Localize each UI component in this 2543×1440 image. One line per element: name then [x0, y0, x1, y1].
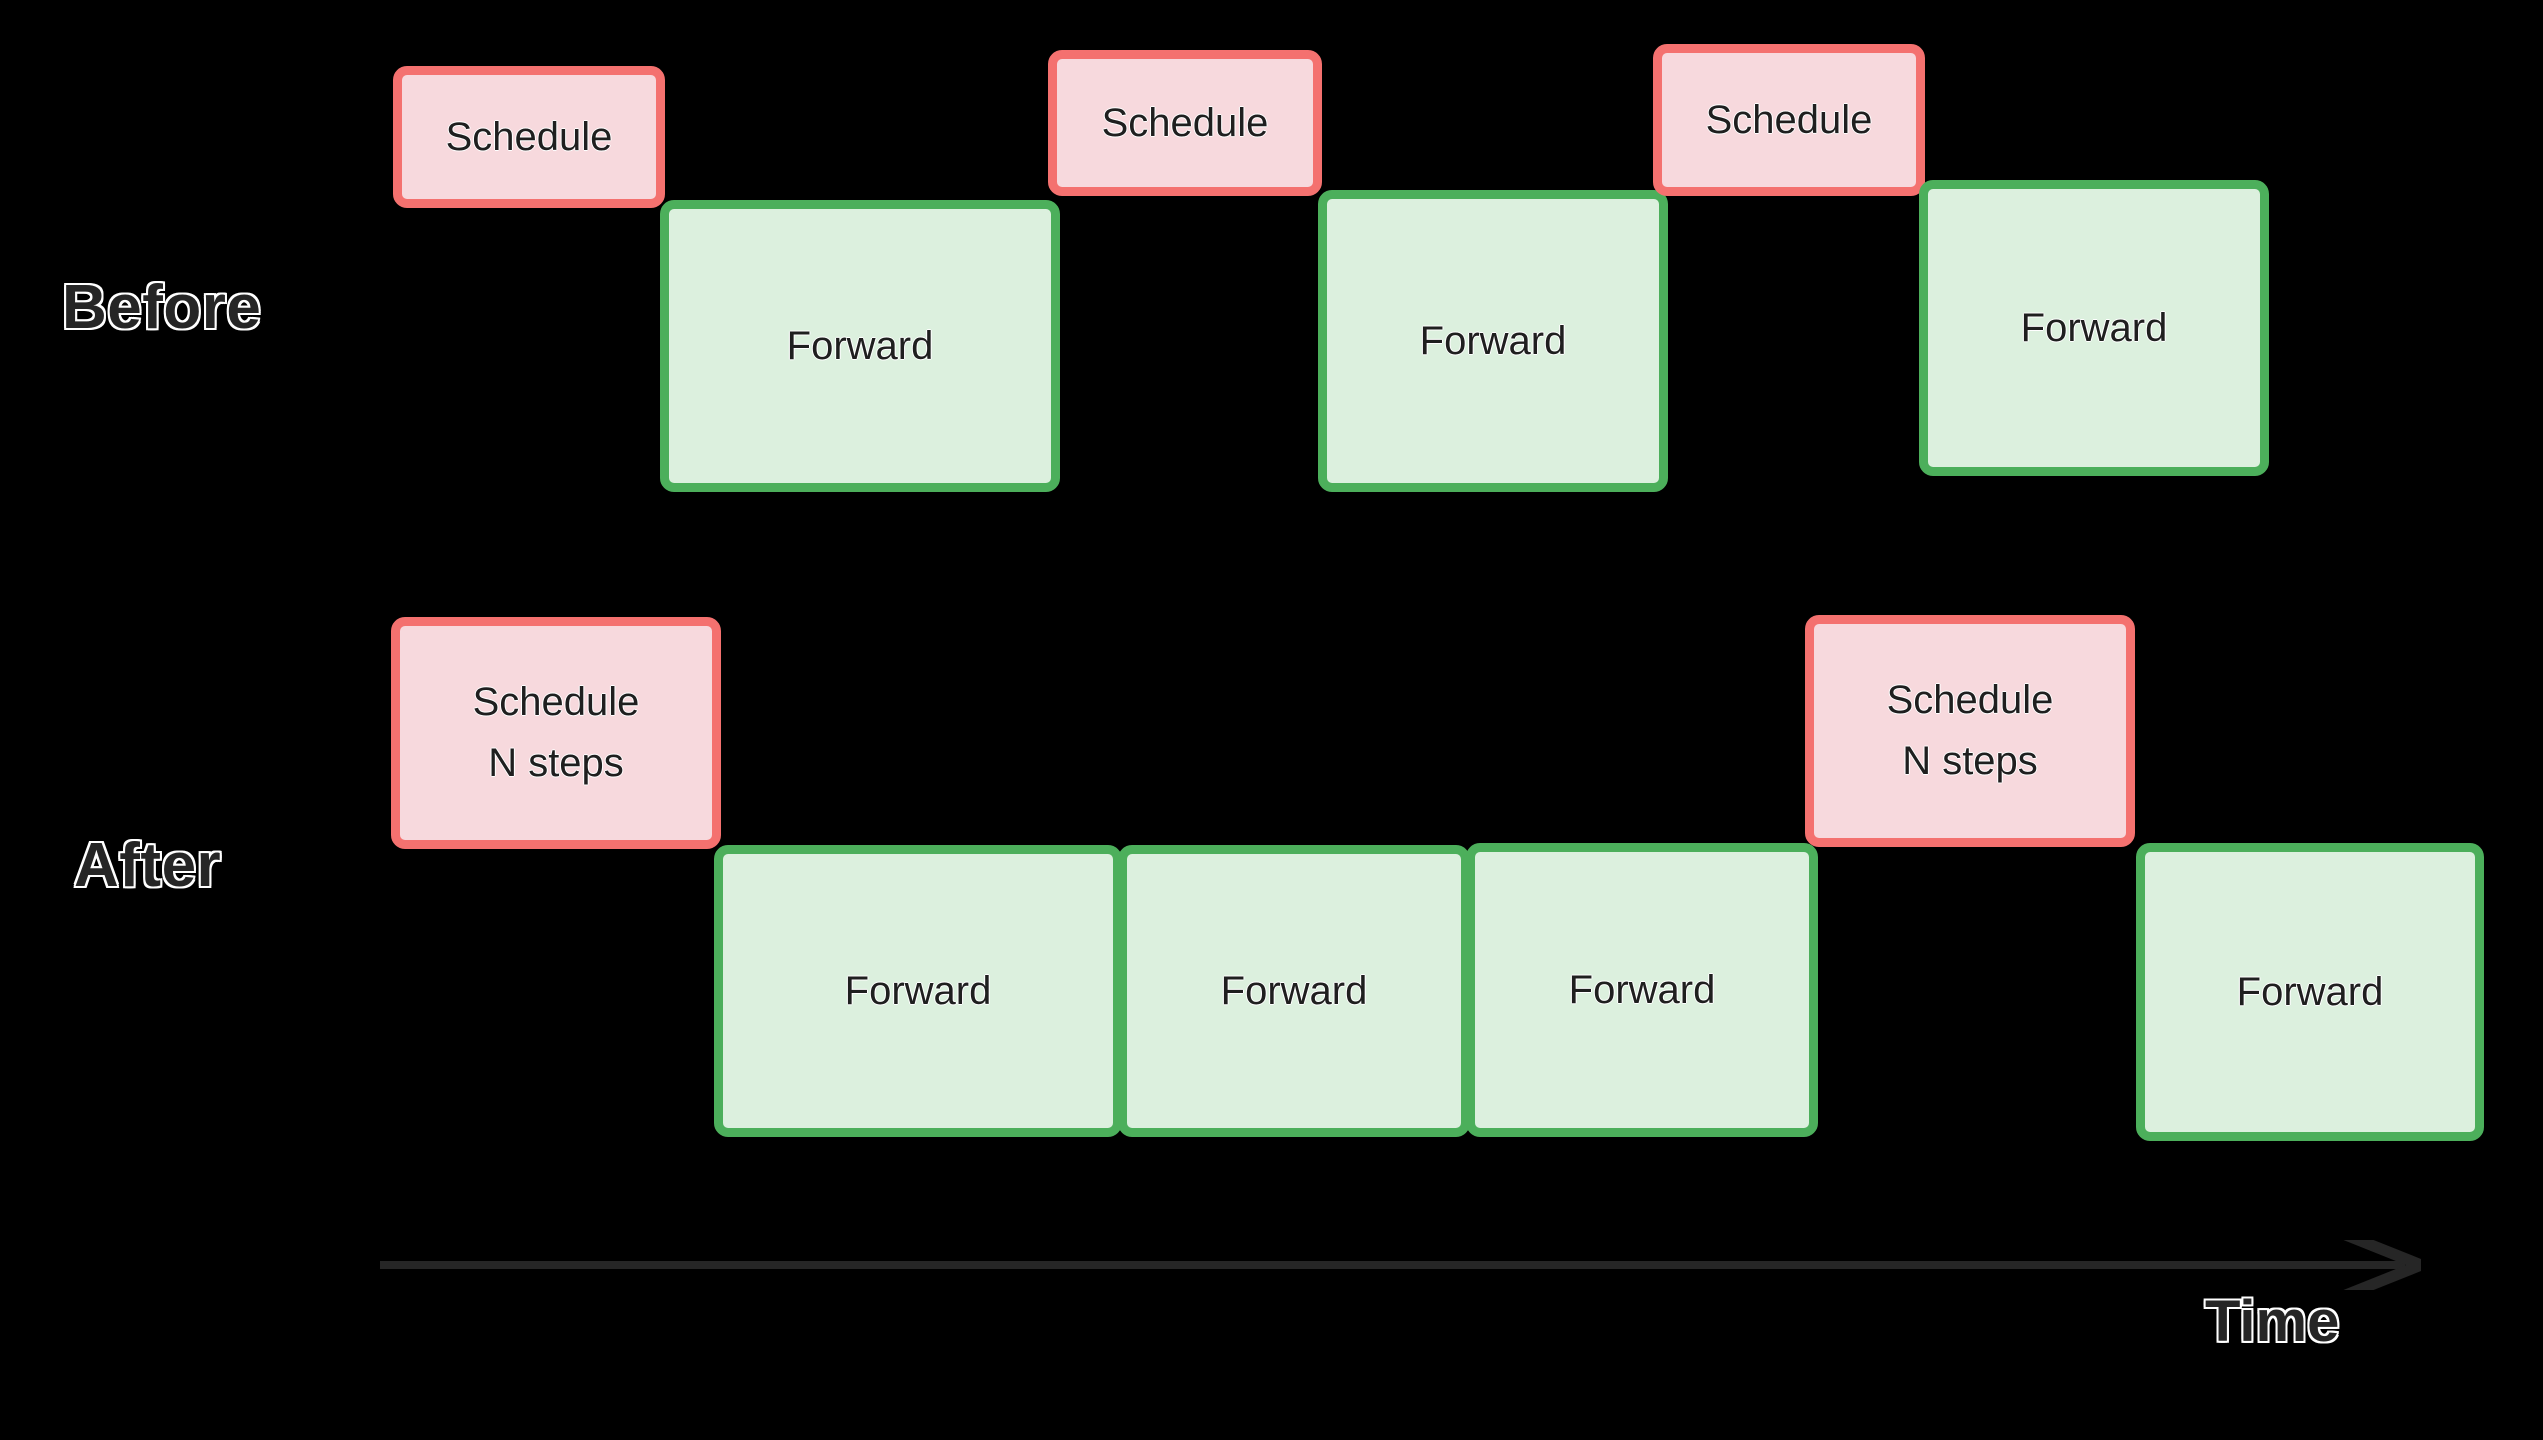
schedule-block-label: Schedule N steps: [1886, 678, 2054, 783]
schedule-block-before-3: Schedule: [1048, 50, 1322, 196]
forward-block-after-4: Forward: [1466, 843, 1818, 1137]
forward-block-label: Forward: [1220, 968, 1368, 1013]
forward-block-after-3: Forward: [1118, 845, 1470, 1137]
forward-block-label: Forward: [2236, 969, 2384, 1014]
schedule-block-label: Schedule N steps: [472, 680, 640, 785]
forward-block-label: Forward: [844, 968, 992, 1013]
schedule-block-after-1: Schedule N steps: [391, 617, 721, 849]
schedule-block-before-1: Schedule: [393, 66, 665, 208]
forward-block-after-2: Forward: [714, 845, 1122, 1137]
schedule-block-after-5: Schedule N steps: [1805, 615, 2135, 847]
row-label-after: After: [72, 830, 222, 902]
forward-block-label: Forward: [786, 323, 934, 368]
time-axis-label: Time: [2203, 1288, 2340, 1356]
schedule-block-label: Schedule: [1705, 97, 1873, 142]
schedule-block-before-5: Schedule: [1653, 44, 1925, 196]
forward-block-after-6: Forward: [2136, 843, 2484, 1141]
forward-block-label: Forward: [1419, 318, 1567, 363]
schedule-block-label: Schedule: [1101, 100, 1269, 145]
time-axis-arrow: [380, 1240, 2440, 1290]
schedule-block-label: Schedule: [445, 114, 613, 159]
forward-block-label: Forward: [1568, 967, 1716, 1012]
forward-block-label: Forward: [2020, 305, 2168, 350]
forward-block-before-2: Forward: [660, 200, 1060, 492]
forward-block-before-4: Forward: [1318, 190, 1668, 492]
row-label-before: Before: [60, 272, 262, 344]
forward-block-before-6: Forward: [1919, 180, 2269, 476]
